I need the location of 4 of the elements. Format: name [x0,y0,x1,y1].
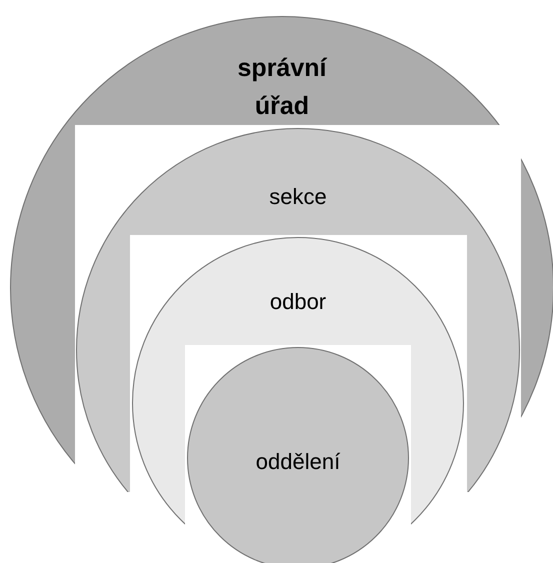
level-label: správní úřad [236,53,328,122]
level-label: odbor [268,288,328,316]
level-label: sekce [268,183,328,211]
level-label: oddělení [254,448,342,476]
